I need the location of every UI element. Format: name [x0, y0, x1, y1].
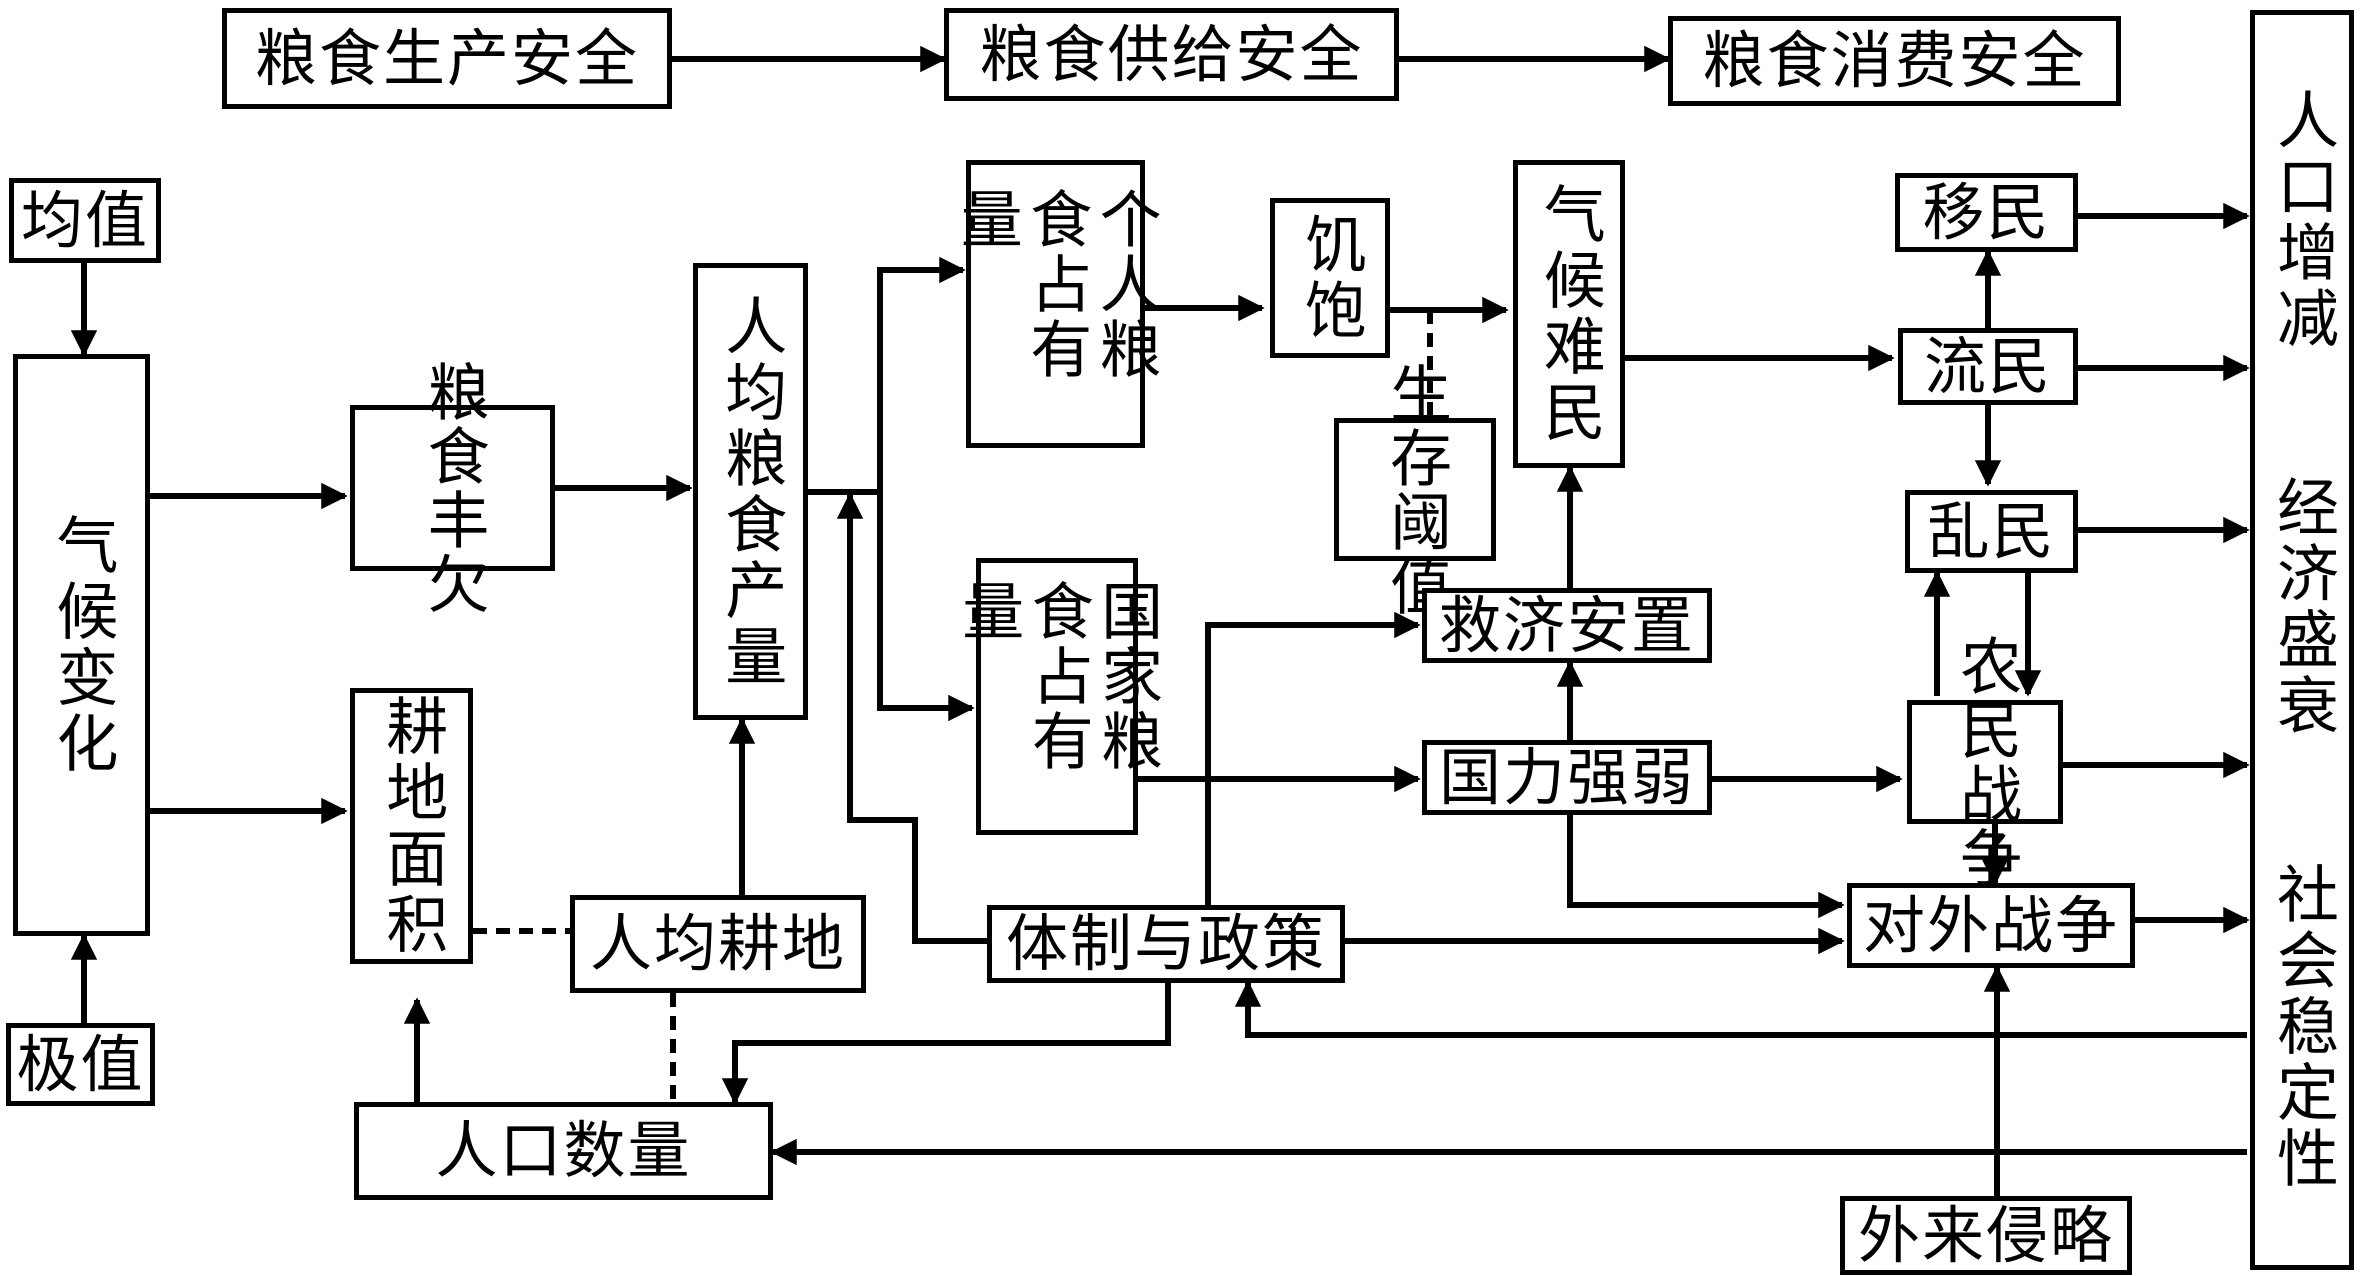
- hunger-box: 饥饱: [1270, 198, 1390, 358]
- peasant-war-box: 农民战争: [1907, 634, 2063, 890]
- social-stability-label: 社会稳定性: [2266, 861, 2339, 1192]
- food-surplus-label: 粮食丰欠: [416, 360, 490, 616]
- national-grain-label: 国家粮食占有量: [951, 579, 1164, 774]
- arrow-policy-percapita: [836, 492, 987, 944]
- personal-grain-label: 个人粮食占有量: [949, 186, 1162, 382]
- institution-policy-box: 体制与政策: [987, 905, 1345, 983]
- climate-change-box: 气候变化: [13, 354, 150, 936]
- vagrants-box: 流民: [1898, 328, 2078, 405]
- arrow-outcome-policy: [1234, 980, 2247, 1038]
- arrow-strength-foreignwar: [1567, 815, 1845, 919]
- relief-box: 救济安置: [1422, 588, 1712, 663]
- vagrants-label: 流民: [1923, 329, 2052, 403]
- national-strength-box: 国力强弱: [1422, 740, 1712, 815]
- per-capita-grain-label: 人均粮食产量: [714, 293, 788, 690]
- foreign-invasion-label: 外来侵略: [1857, 1198, 2114, 1272]
- national-grain-box: 国家粮食占有量: [951, 558, 1163, 835]
- per-capita-farmland-box: 人均耕地: [570, 895, 866, 993]
- extreme-label: 极值: [16, 1027, 145, 1101]
- grain-production-security-box: 粮食生产安全: [222, 8, 672, 109]
- migrants-box: 移民: [1895, 173, 2078, 252]
- arrow-percapita-national: [877, 492, 975, 722]
- survival-threshold-label: 生存阈值: [1379, 361, 1453, 618]
- foreign-war-label: 对外战争: [1862, 888, 2119, 962]
- farmland-area-label: 耕地面积: [375, 694, 449, 958]
- grain-supply-security-label: 粮食供给安全: [979, 17, 1364, 91]
- grain-supply-security-box: 粮食供给安全: [944, 8, 1399, 101]
- arrow-policy-relief: [1205, 611, 1421, 905]
- survival-threshold-box: 生存阈值: [1334, 362, 1496, 618]
- national-strength-label: 国力强弱: [1438, 740, 1695, 814]
- climate-refugees-box: 气候难民: [1513, 160, 1625, 468]
- mean-label: 均值: [20, 183, 149, 257]
- population-change-label: 人口增减: [2266, 88, 2339, 353]
- population-label: 人口数量: [435, 1114, 692, 1187]
- arrow-percapita-personal: [877, 256, 966, 492]
- extreme-box: 极值: [6, 1023, 155, 1106]
- climate-change-label: 气候变化: [45, 513, 119, 777]
- foreign-war-box: 对外战争: [1847, 883, 2135, 968]
- grain-consumption-security-box: 粮食消费安全: [1668, 16, 2121, 106]
- per-capita-grain-box: 人均粮食产量: [693, 263, 808, 720]
- migrants-label: 移民: [1922, 175, 2051, 249]
- foreign-invasion-box: 外来侵略: [1840, 1196, 2132, 1275]
- economy-label: 经济盛衰: [2266, 474, 2339, 739]
- grain-consumption-security-label: 粮食消费安全: [1702, 24, 2087, 97]
- outcomes-group: 人口增减 经济盛衰 社会稳定性: [2266, 15, 2339, 1265]
- mean-box: 均值: [9, 178, 161, 263]
- population-box: 人口数量: [354, 1102, 773, 1200]
- relief-label: 救济安置: [1438, 588, 1695, 662]
- peasant-war-label: 农民战争: [1949, 634, 2023, 890]
- personal-grain-box: 个人粮食占有量: [950, 160, 1162, 448]
- rebels-label: 乱民: [1927, 494, 2056, 568]
- outcomes-box: 人口增减 经济盛衰 社会稳定性: [2250, 10, 2354, 1270]
- institution-policy-label: 体制与政策: [1005, 907, 1326, 980]
- per-capita-farmland-label: 人均耕地: [589, 907, 846, 980]
- hunger-label: 饥饱: [1293, 212, 1367, 344]
- farmland-area-box: 耕地面积: [350, 688, 473, 964]
- food-surplus-box: 粮食丰欠: [350, 360, 555, 616]
- grain-production-security-label: 粮食生产安全: [254, 21, 639, 95]
- climate-refugees-label: 气候难民: [1532, 182, 1606, 446]
- rebels-box: 乱民: [1905, 490, 2078, 573]
- arrow-policy-population: [721, 983, 1171, 1105]
